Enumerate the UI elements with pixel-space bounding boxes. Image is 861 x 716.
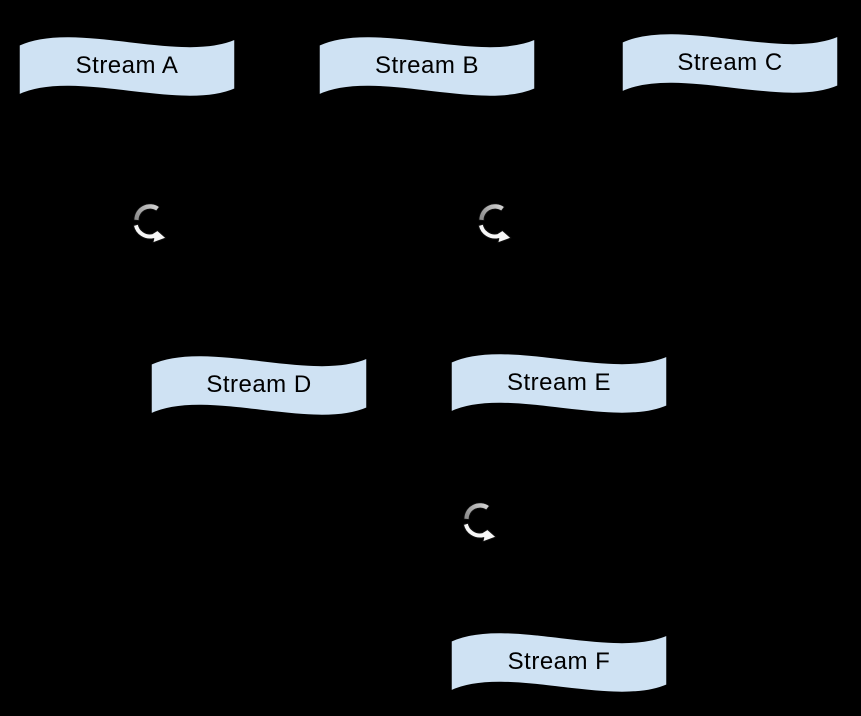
stream-label: Stream A	[75, 52, 179, 79]
loop-arrow-icon	[476, 199, 516, 247]
stream-label: Stream E	[506, 369, 612, 396]
loop-arrow-icon	[461, 498, 501, 546]
stream-node-e: Stream E	[450, 345, 668, 419]
stream-node-d: Stream D	[150, 347, 368, 421]
stream-label: Stream D	[206, 371, 312, 398]
stream-label: Stream C	[677, 49, 783, 76]
stream-node-f: Stream F	[450, 624, 668, 698]
loop-arrow-icon	[131, 199, 171, 247]
stream-node-b: Stream B	[318, 28, 536, 102]
stream-label: Stream F	[507, 648, 611, 675]
stream-label: Stream B	[374, 52, 480, 79]
stream-node-c: Stream C	[621, 25, 839, 99]
stream-node-a: Stream A	[18, 28, 236, 102]
